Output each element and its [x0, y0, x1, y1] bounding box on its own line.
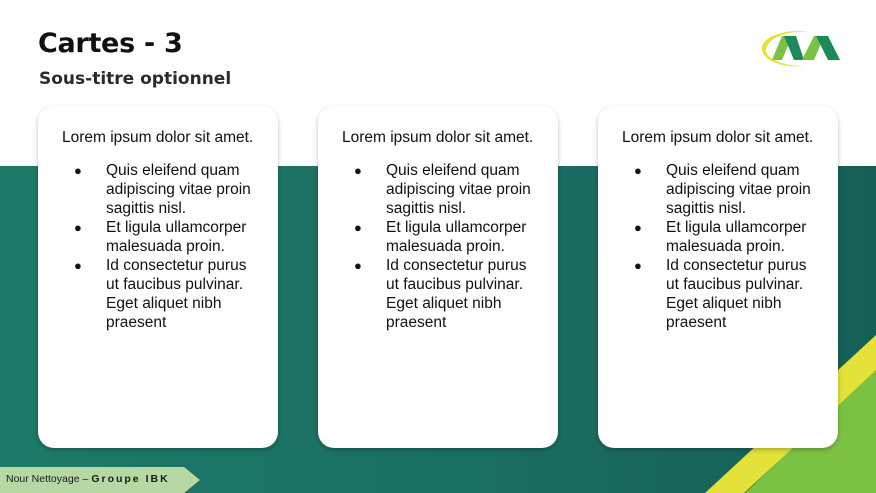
card-intro: Lorem ipsum dolor sit amet.	[62, 129, 254, 146]
card-bullet-list: ● Quis eleifend quam adipiscing vitae pro…	[342, 161, 540, 332]
list-item-text: Quis eleifend quam adipiscing vitae proi…	[386, 162, 531, 217]
list-item-text: Quis eleifend quam adipiscing vitae proi…	[666, 162, 811, 217]
list-item: ● Quis eleifend quam adipiscing vitae pro…	[62, 161, 260, 218]
list-item: ● Id consectetur purus ut faucibus pulvin…	[342, 256, 540, 332]
list-item: ● Et ligula ullamcorper malesuada proin.	[62, 218, 260, 256]
list-item: ● Quis eleifend quam adipiscing vitae pro…	[342, 161, 540, 218]
bullet-icon: ●	[354, 220, 362, 235]
list-item: ● Id consectetur purus ut faucibus pulvin…	[622, 256, 820, 332]
list-item-text: Id consectetur purus ut faucibus pulvina…	[106, 257, 247, 331]
slide-subtitle: Sous-titre optionnel	[39, 69, 232, 89]
bullet-icon: ●	[634, 220, 642, 235]
card-3: Lorem ipsum dolor sit amet. ● Quis eleife…	[598, 106, 838, 448]
bullet-icon: ●	[634, 163, 642, 178]
bullet-icon: ●	[354, 258, 362, 273]
bullet-icon: ●	[74, 258, 82, 273]
list-item: ● Et ligula ullamcorper malesuada proin.	[342, 218, 540, 256]
list-item-text: Quis eleifend quam adipiscing vitae proi…	[106, 162, 251, 217]
company-logo-icon	[761, 30, 840, 67]
bullet-icon: ●	[74, 163, 82, 178]
footer-company: Nour Nettoyage –	[6, 473, 89, 485]
list-item: ● Id consectetur purus ut faucibus pulvin…	[62, 256, 260, 332]
card-bullet-list: ● Quis eleifend quam adipiscing vitae pro…	[62, 161, 260, 332]
list-item-text: Id consectetur purus ut faucibus pulvina…	[386, 257, 527, 331]
bullet-icon: ●	[634, 258, 642, 273]
list-item-text: Et ligula ullamcorper malesuada proin.	[106, 219, 247, 255]
list-item: ● Quis eleifend quam adipiscing vitae pro…	[622, 161, 820, 218]
list-item-text: Et ligula ullamcorper malesuada proin.	[666, 219, 807, 255]
footer-tab	[0, 467, 200, 493]
bullet-icon: ●	[354, 163, 362, 178]
bullet-icon: ●	[74, 220, 82, 235]
card-intro: Lorem ipsum dolor sit amet.	[622, 129, 814, 146]
list-item-text: Id consectetur purus ut faucibus pulvina…	[666, 257, 807, 331]
slide-title: Cartes - 3	[38, 28, 183, 59]
card-intro: Lorem ipsum dolor sit amet.	[342, 129, 534, 146]
list-item-text: Et ligula ullamcorper malesuada proin.	[386, 219, 527, 255]
card-2: Lorem ipsum dolor sit amet. ● Quis eleife…	[318, 106, 558, 448]
card-bullet-list: ● Quis eleifend quam adipiscing vitae pro…	[622, 161, 820, 332]
list-item: ● Et ligula ullamcorper malesuada proin.	[622, 218, 820, 256]
card-1: Lorem ipsum dolor sit amet. ● Quis eleife…	[38, 106, 278, 448]
footer-label: Nour Nettoyage –Groupe IBK	[6, 473, 170, 485]
footer-group: Groupe IBK	[91, 473, 170, 485]
